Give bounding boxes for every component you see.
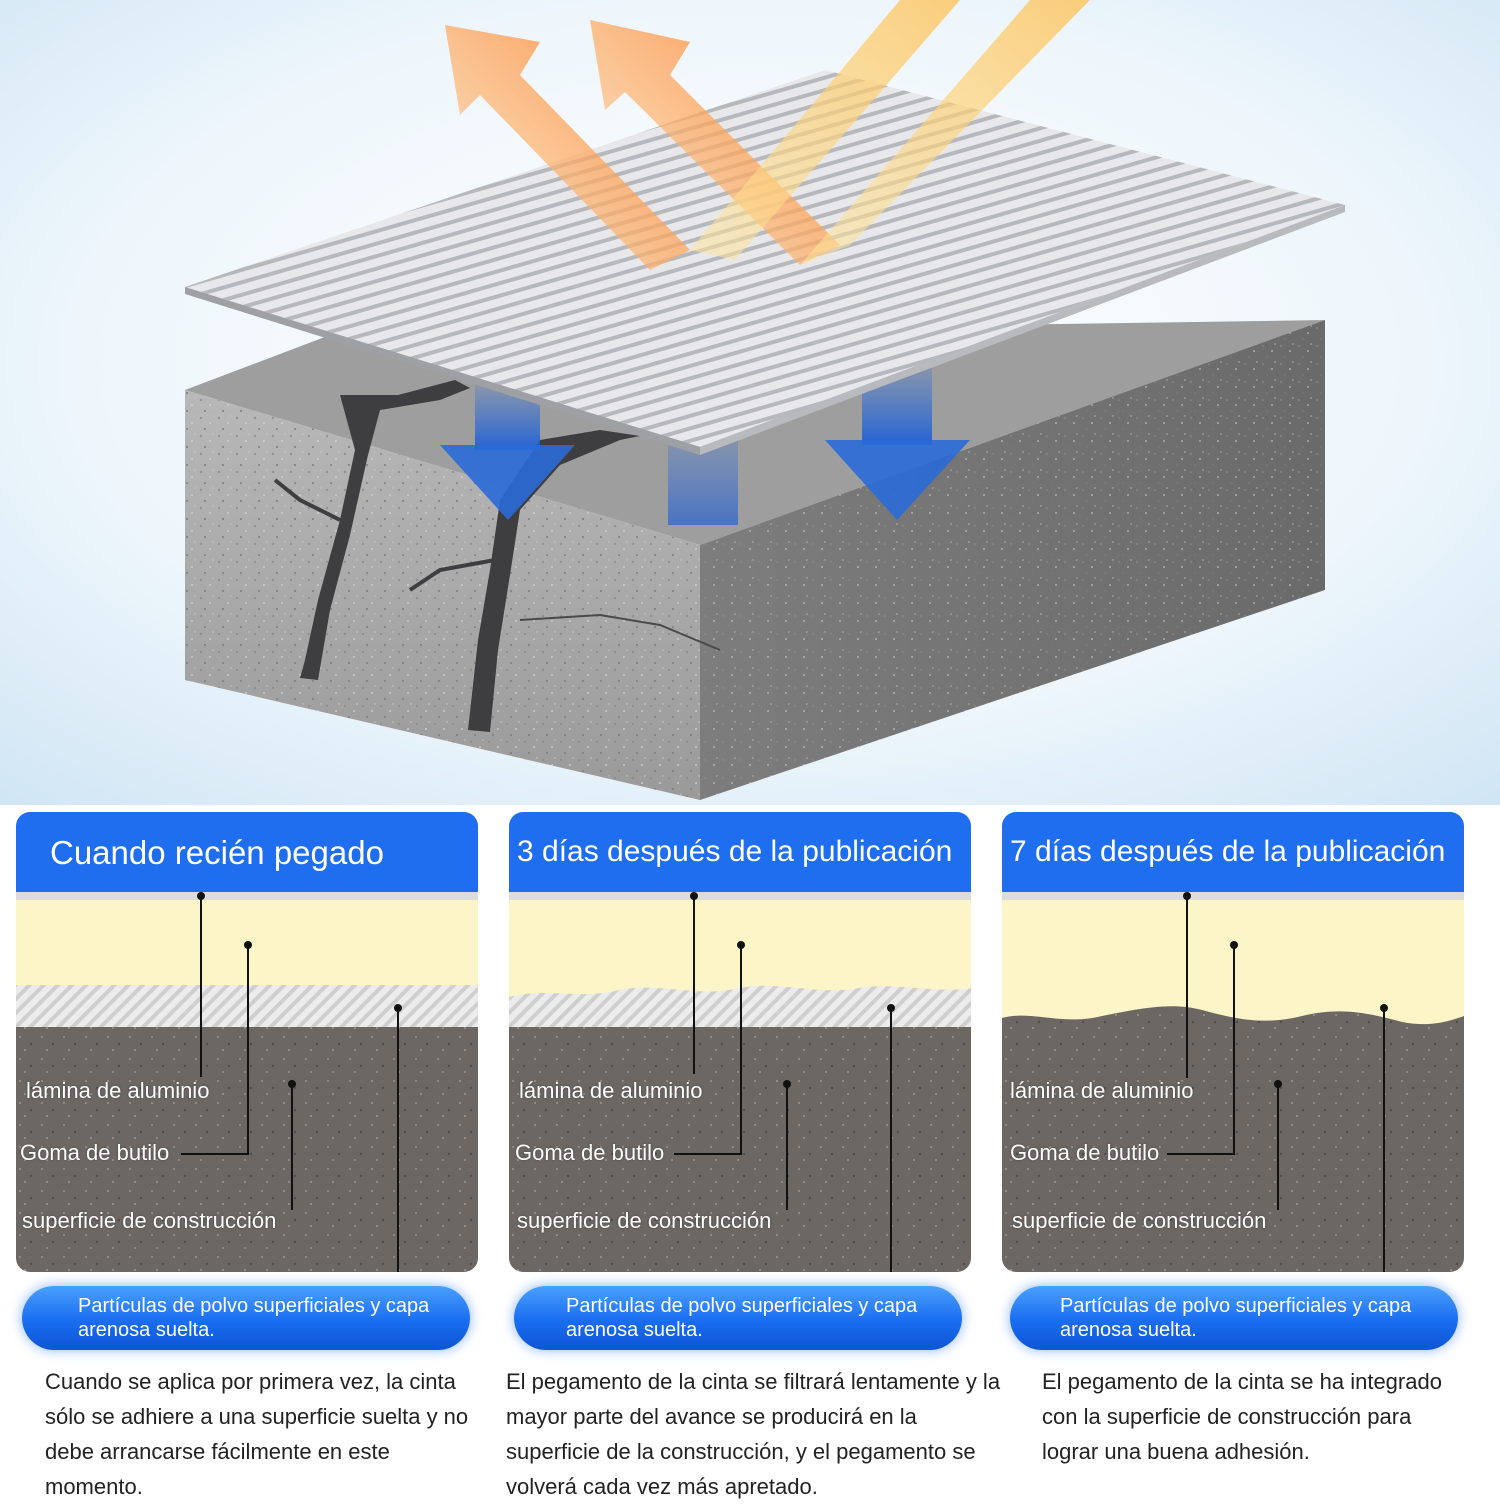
dust-callout-2: Partículas de polvo superficiales y capa… [514, 1286, 962, 1350]
layer-diagram [509, 812, 971, 1272]
reflected-heat-arrows-icon [445, 0, 1090, 270]
dust-callout-1: Partículas de polvo superficiales y capa… [22, 1286, 470, 1350]
hero-illustration [0, 0, 1500, 805]
label-butyl-rubber: Goma de butilo [1010, 1140, 1160, 1165]
aluminium-foil-sheet [185, 70, 1345, 455]
layer-diagram [1002, 812, 1464, 1272]
label-construction-surface: superficie de construcción [517, 1208, 772, 1233]
stage-title: 7 días después de la publicación [1010, 835, 1446, 868]
stage-title: Cuando recién pegado [50, 834, 384, 871]
dust-callout-3: Partículas de polvo superficiales y capa… [1010, 1286, 1458, 1350]
label-aluminium-foil: lámina de aluminio [26, 1078, 210, 1103]
label-aluminium-foil: lámina de aluminio [1010, 1078, 1194, 1103]
down-arrow-icon [440, 385, 575, 520]
callout-text: Partículas de polvo superficiales y capa… [566, 1295, 918, 1341]
label-aluminium-foil: lámina de aluminio [519, 1078, 703, 1103]
stage-title: 3 días después de la publicación [517, 835, 953, 868]
layer-diagram [16, 812, 478, 1272]
stage-description-3: El pegamento de la cinta se ha integrado… [1042, 1369, 1442, 1464]
crack [300, 380, 470, 680]
label-butyl-rubber: Goma de butilo [20, 1140, 170, 1165]
stage-description-2: El pegamento de la cinta se filtrará len… [506, 1369, 1001, 1499]
stage-description-1: Cuando se aplica por primera vez, la cin… [45, 1369, 469, 1499]
label-construction-surface: superficie de construcción [1012, 1208, 1267, 1233]
stage-panel-2: 3 días después de la publicación lámina … [509, 812, 971, 1272]
label-construction-surface: superficie de construcción [22, 1208, 277, 1233]
callout-text: Partículas de polvo superficiales y capa… [1060, 1295, 1412, 1341]
callout-text: Partículas de polvo superficiales y capa… [78, 1295, 430, 1341]
stage-panel-1: Cuando recién pegado lámina de aluminio … [16, 812, 478, 1272]
label-butyl-rubber: Goma de butilo [515, 1140, 665, 1165]
stage-panel-3: 7 días después de la publicación lámina … [1002, 812, 1464, 1272]
